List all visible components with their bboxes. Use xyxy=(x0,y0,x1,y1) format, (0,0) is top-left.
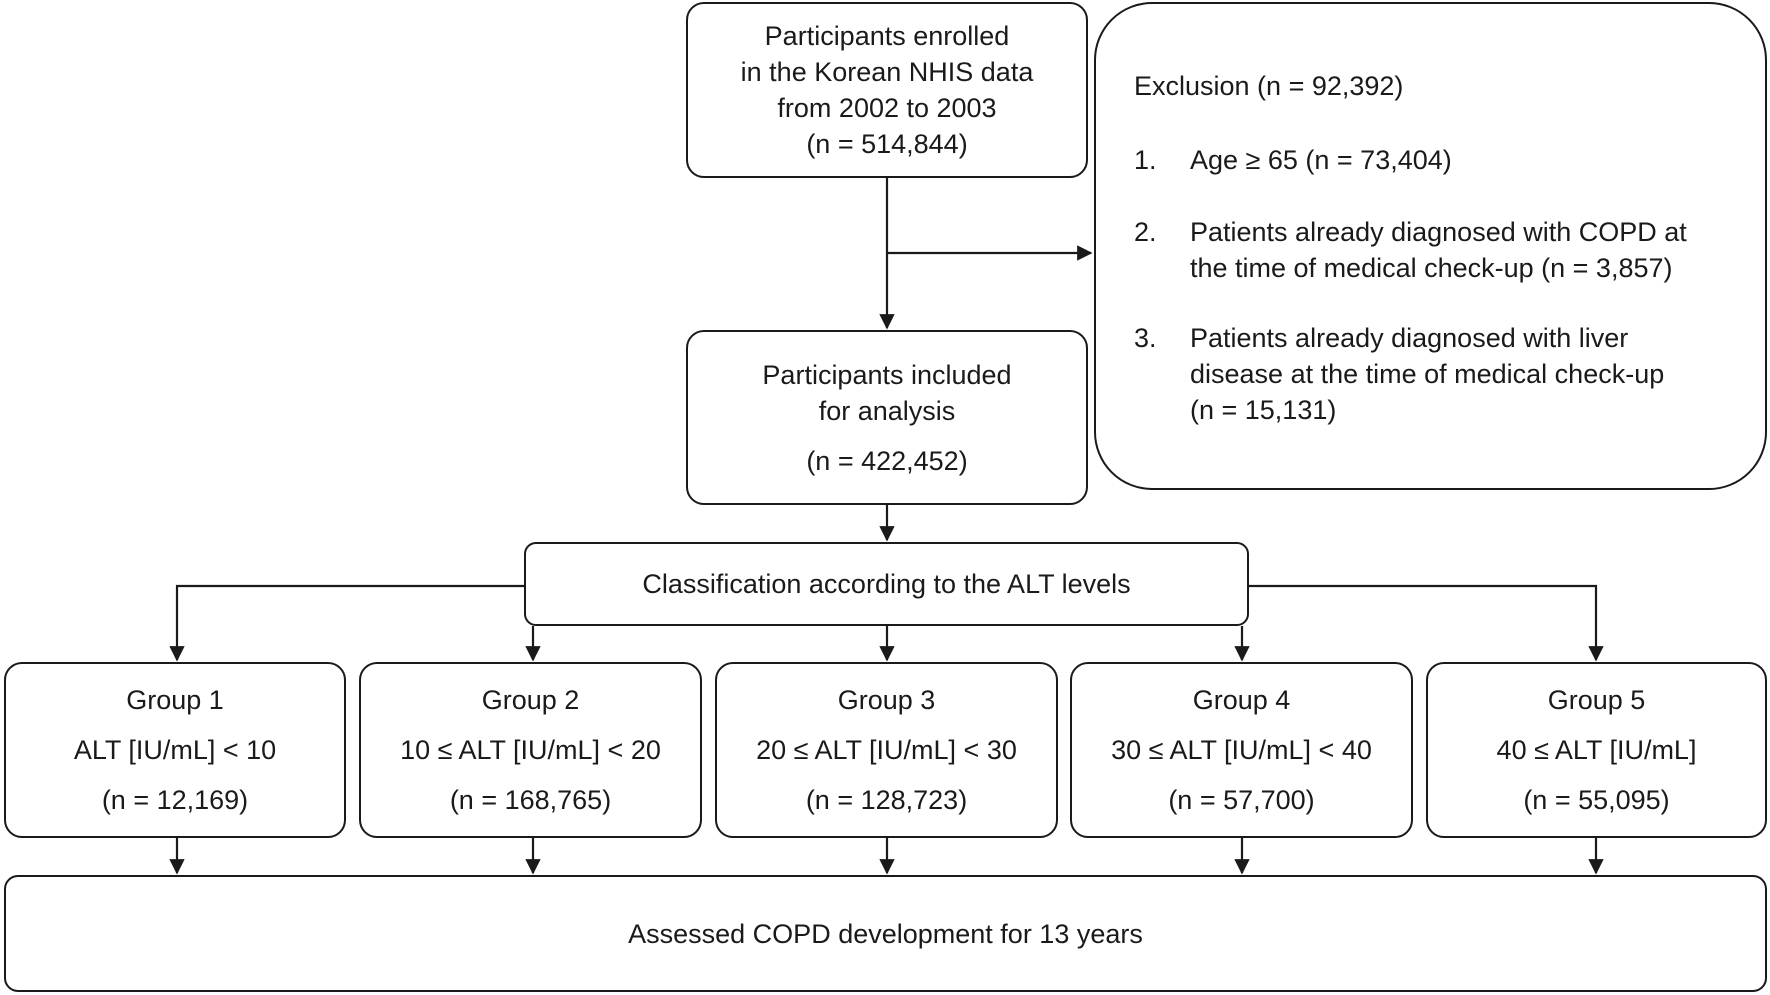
included-line-1: Participants included xyxy=(762,359,1012,390)
enrolled-box: Participants enrolled in the Korean NHIS… xyxy=(686,2,1088,178)
exclusion-item-2-line-1: Patients already diagnosed with COPD at xyxy=(1190,217,1687,247)
group-5-count: (n = 55,095) xyxy=(1523,785,1670,815)
classification-label: Classification according to the ALT leve… xyxy=(642,569,1131,599)
outcome-box: Assessed COPD development for 13 years xyxy=(4,875,1767,992)
group-3-range: 20 ≤ ALT [IU/mL] < 30 xyxy=(756,735,1017,765)
group-4-count: (n = 57,700) xyxy=(1168,785,1315,815)
group-3-box: Group 3 20 ≤ ALT [IU/mL] < 30 (n = 128,7… xyxy=(715,662,1058,838)
exclusion-title: Exclusion (n = 92,392) xyxy=(1134,71,1404,101)
classification-box: Classification according to the ALT leve… xyxy=(524,542,1249,626)
included-line-2: for analysis xyxy=(818,395,956,426)
arrow-to-group-1 xyxy=(169,584,524,662)
included-box: Participants included for analysis (n = … xyxy=(686,330,1088,505)
exclusion-box: Exclusion (n = 92,392) 1. Age ≥ 65 (n = … xyxy=(1094,2,1767,490)
group-2-count: (n = 168,765) xyxy=(449,785,612,815)
group-1-range: ALT [IU/mL] < 10 xyxy=(73,735,277,765)
exclusion-item-2-number: 2. xyxy=(1134,217,1157,247)
exclusion-item-2-line-2: the time of medical check-up (n = 3,857) xyxy=(1190,253,1673,283)
exclusion-item-3-line-2: disease at the time of medical check-up xyxy=(1190,359,1665,389)
exclusion-item-1-line-1: Age ≥ 65 (n = 73,404) xyxy=(1190,145,1452,175)
group-4-name: Group 4 xyxy=(1192,685,1291,715)
exclusion-item-1: 1. Age ≥ 65 (n = 73,404) xyxy=(1134,142,1452,178)
group-1-count: (n = 12,169) xyxy=(101,785,249,815)
exclusion-item-3-line-1: Patients already diagnosed with liver xyxy=(1190,323,1629,353)
exclusion-item-3: 3. Patients already diagnosed with liver… xyxy=(1134,320,1664,428)
outcome-label: Assessed COPD development for 13 years xyxy=(628,918,1143,949)
group-1-box: Group 1 ALT [IU/mL] < 10 (n = 12,169) xyxy=(4,662,346,838)
group-4-range: 30 ≤ ALT [IU/mL] < 40 xyxy=(1111,735,1372,765)
enrolled-line-4: (n = 514,844) xyxy=(806,129,968,159)
group-2-range: 10 ≤ ALT [IU/mL] < 20 xyxy=(400,735,661,765)
exclusion-item-2: 2. Patients already diagnosed with COPD … xyxy=(1134,214,1687,286)
group-3-name: Group 3 xyxy=(837,685,936,715)
group-1-name: Group 1 xyxy=(126,685,224,715)
group-5-range: 40 ≤ ALT [IU/mL] xyxy=(1496,735,1697,765)
enrolled-line-1: Participants enrolled xyxy=(764,21,1010,51)
enrolled-line-3: from 2002 to 2003 xyxy=(777,93,997,123)
group-5-box: Group 5 40 ≤ ALT [IU/mL] (n = 55,095) xyxy=(1426,662,1767,838)
exclusion-item-1-number: 1. xyxy=(1134,145,1157,175)
exclusion-item-3-line-3: (n = 15,131) xyxy=(1190,395,1337,425)
included-line-3: (n = 422,452) xyxy=(806,445,968,476)
group-2-box: Group 2 10 ≤ ALT [IU/mL] < 20 (n = 168,7… xyxy=(359,662,702,838)
group-4-box: Group 4 30 ≤ ALT [IU/mL] < 40 (n = 57,70… xyxy=(1070,662,1413,838)
group-5-name: Group 5 xyxy=(1547,685,1646,715)
enrolled-line-2: in the Korean NHIS data xyxy=(740,57,1034,87)
arrow-to-group-5 xyxy=(1249,584,1604,662)
exclusion-item-3-number: 3. xyxy=(1134,323,1157,353)
group-2-name: Group 2 xyxy=(481,685,580,715)
group-3-count: (n = 128,723) xyxy=(805,785,968,815)
